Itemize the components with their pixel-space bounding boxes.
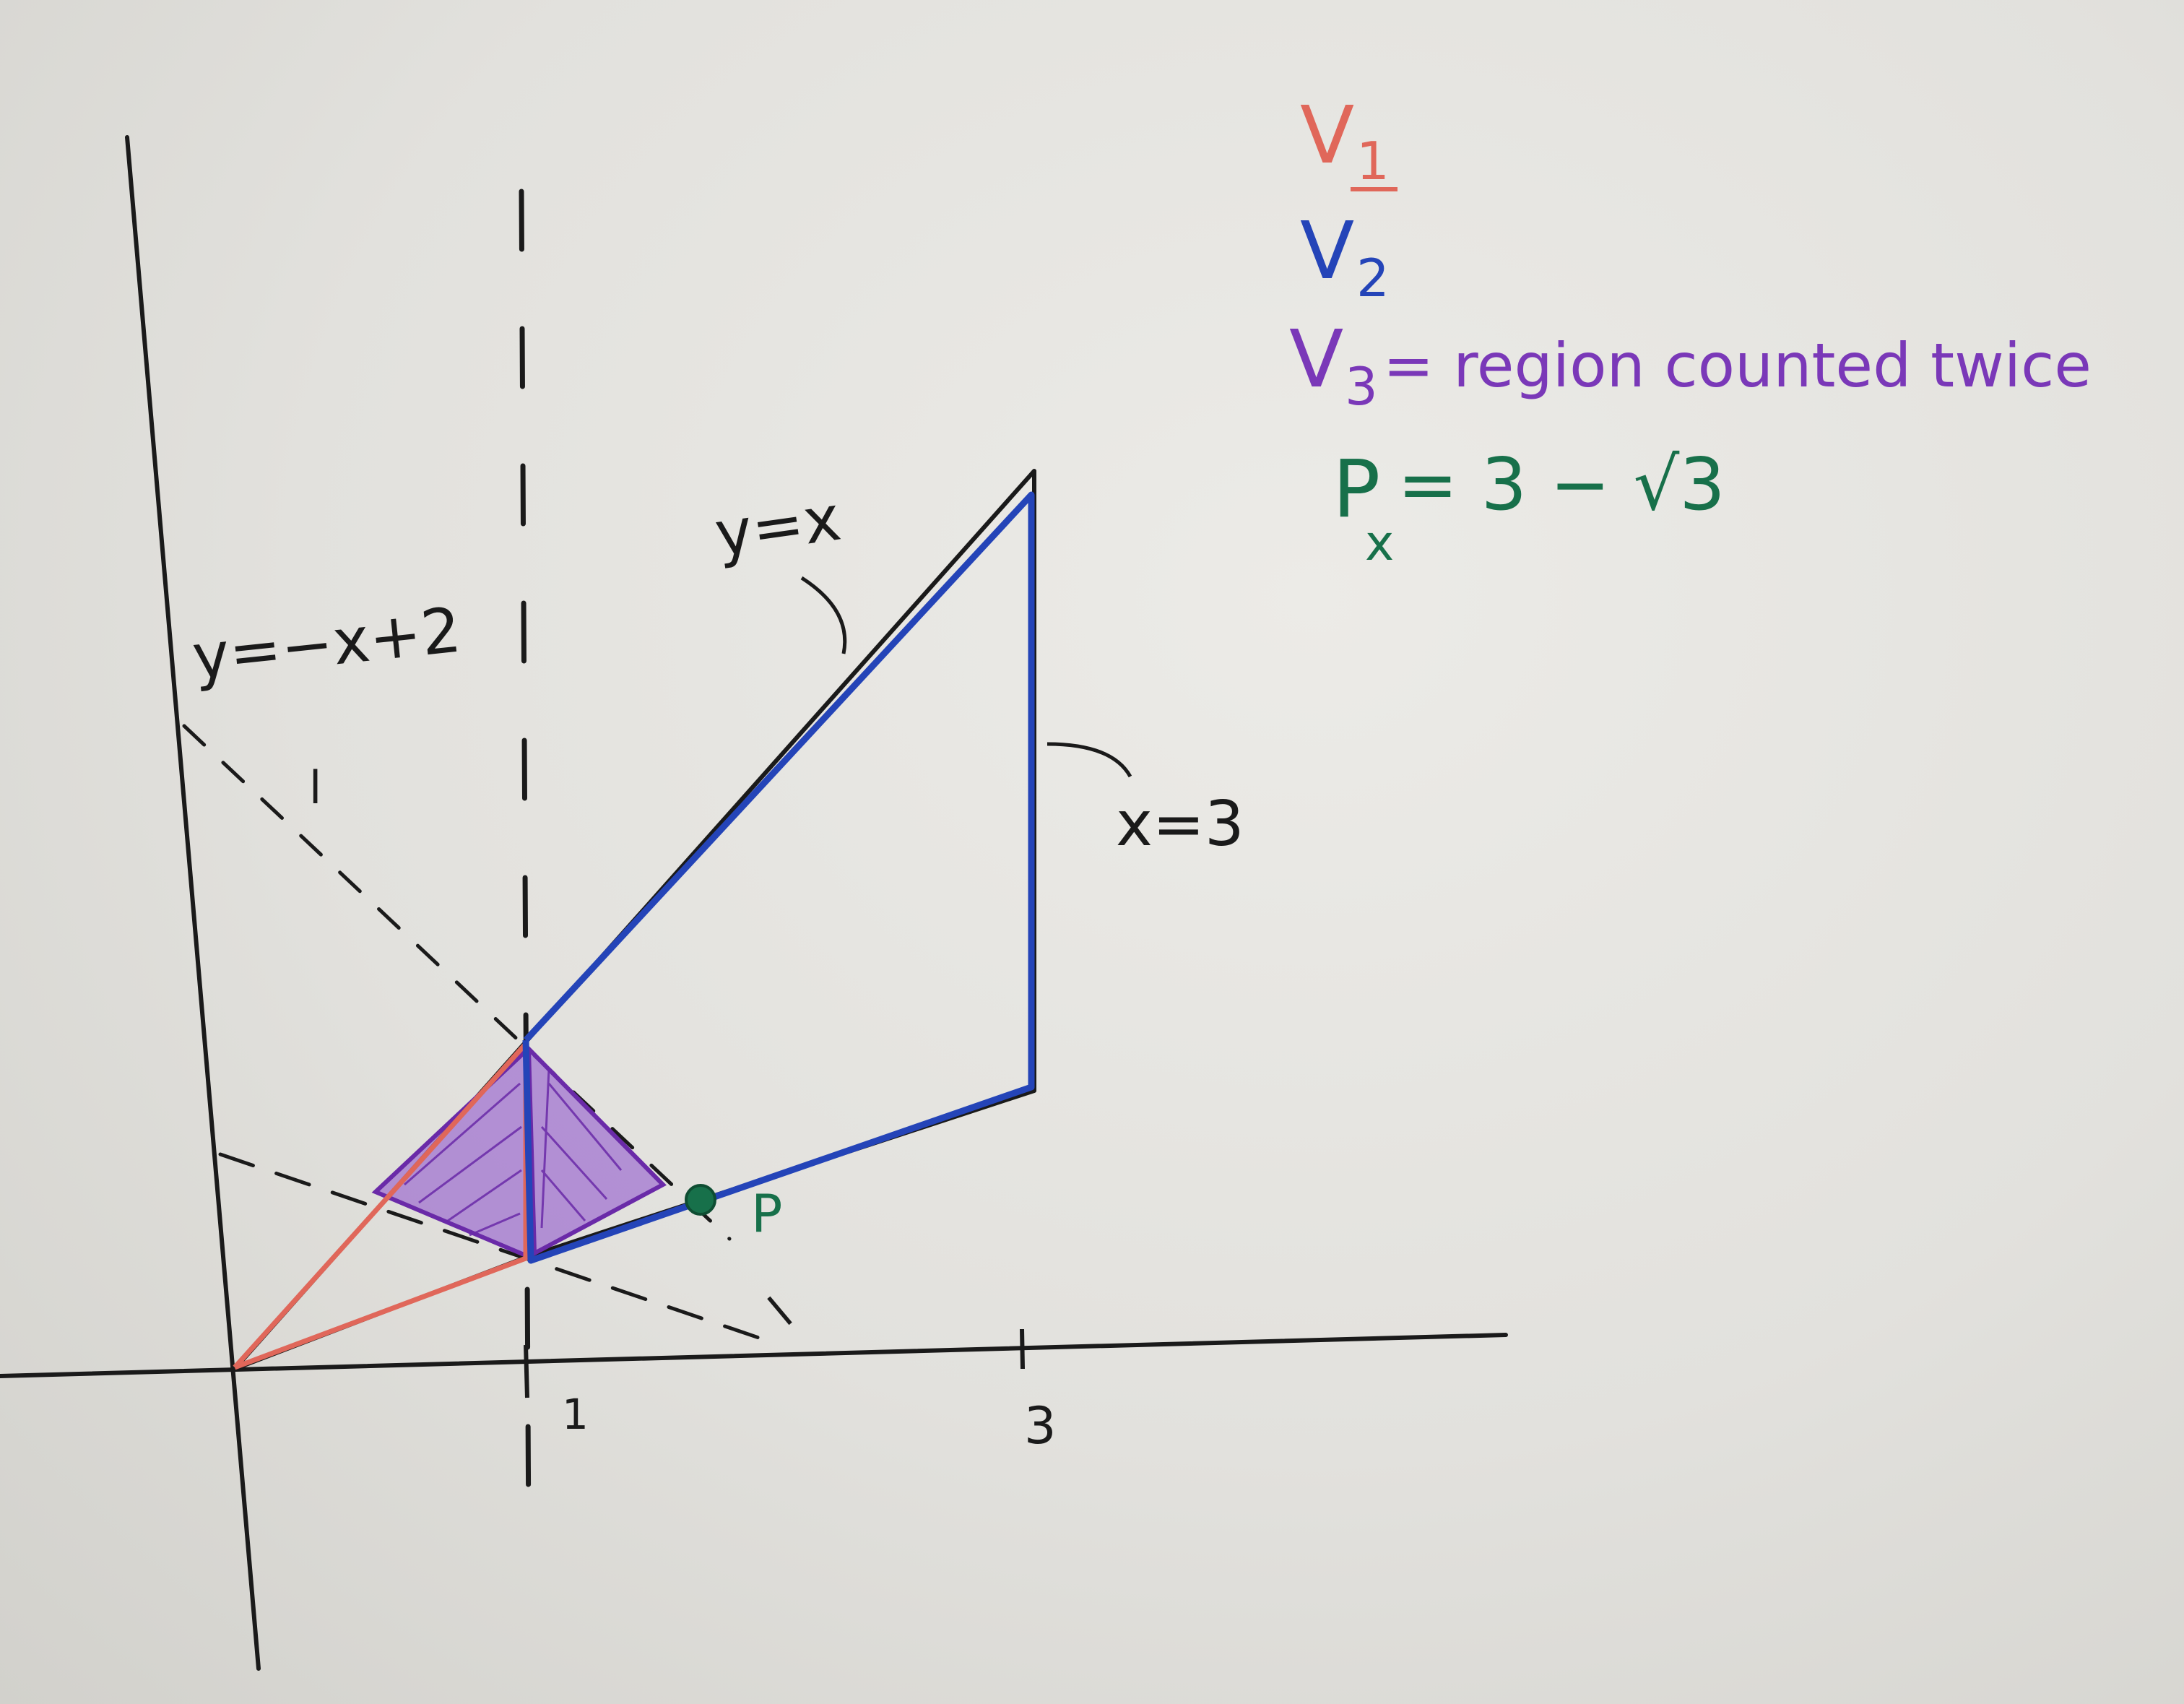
legend-v3-sub: 3	[1345, 356, 1378, 417]
point-p	[685, 1184, 716, 1216]
tick-label-1: 1	[562, 1390, 589, 1439]
legend-px-base: P	[1332, 443, 1380, 535]
blue-outline-v2	[522, 491, 1035, 1264]
x-axis	[0, 1333, 1508, 1378]
legend-v3-base: V	[1289, 313, 1343, 405]
tick-label-3: 3	[1024, 1396, 1057, 1456]
legend-v3-text: = region counted twice	[1383, 330, 2092, 401]
legend-v1-base: V	[1300, 89, 1354, 181]
purple-hatching	[404, 1068, 623, 1237]
dashed-line-low	[218, 1152, 782, 1347]
label-small-l-bottom: l	[759, 1287, 802, 1336]
legend-v2: V 2	[1300, 204, 1390, 308]
label-point-p: P	[751, 1183, 782, 1244]
dashed-line-x1	[519, 189, 532, 1545]
legend-v2-base: V	[1300, 204, 1354, 297]
legend-v1: V 1	[1300, 89, 1398, 191]
legend-v1-sub: 1	[1356, 131, 1390, 191]
tick-mark-1	[524, 1344, 529, 1398]
dashed-line-neg	[182, 724, 732, 1241]
label-line-neg: y=−x+2	[189, 594, 464, 693]
label-line-vert: x=3	[1116, 788, 1244, 860]
purple-region-left	[371, 1046, 528, 1259]
legend-px: P x = 3 − √3	[1332, 442, 1725, 572]
y-axis	[125, 135, 261, 1671]
legend-px-eq: = 3 − √3	[1398, 442, 1725, 527]
leader-y-eq-x	[800, 576, 847, 654]
legend-px-sub: x	[1365, 515, 1394, 572]
legend-v2-sub: 2	[1356, 248, 1390, 308]
label-small-l-left: l	[309, 761, 321, 814]
label-line-diag: y=x	[711, 483, 845, 571]
leader-x-eq-3	[1046, 742, 1132, 778]
tick-mark-3	[1020, 1328, 1025, 1370]
legend-v3: V 3 = region counted twice	[1289, 313, 2092, 417]
